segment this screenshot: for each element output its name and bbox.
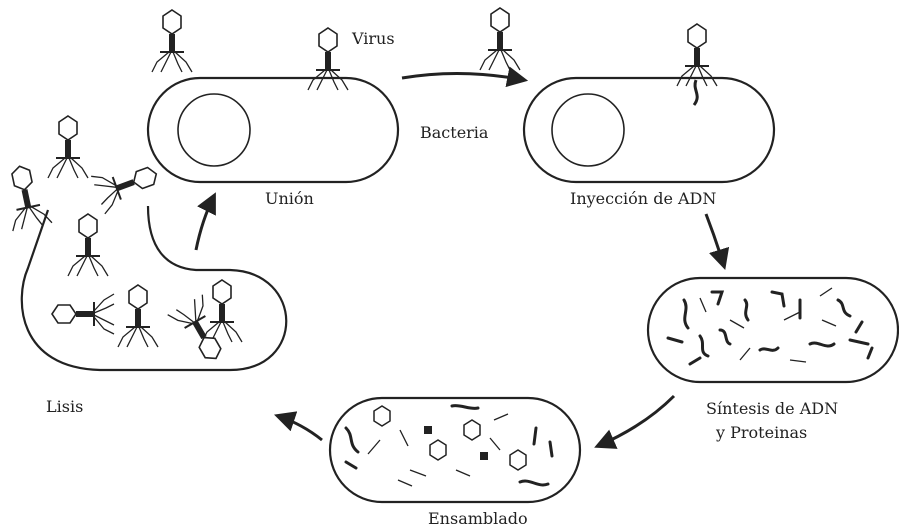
- virus-free-icon: [480, 8, 520, 70]
- bacterium-injection: [524, 78, 774, 182]
- union-label: Unión: [265, 190, 314, 208]
- virus-injecting-icon: [677, 24, 717, 86]
- synthesis-label-line1: Síntesis de ADN: [706, 400, 838, 418]
- arrow-assembly-to-lysis: [278, 416, 322, 440]
- bacterium-assembly: [330, 398, 580, 502]
- bacteria-label: Bacteria: [420, 124, 488, 142]
- assembly-label: Ensamblado: [428, 510, 528, 528]
- virus-free-icon: [152, 10, 192, 72]
- arrow-injection-to-synthesis: [706, 214, 724, 266]
- injection-label: Inyección de ADN: [570, 190, 716, 208]
- virus-label: Virus: [352, 30, 395, 48]
- virus-released-icon: [48, 116, 88, 178]
- arrow-synthesis-to-assembly: [598, 396, 674, 446]
- bacterium-synthesis: [648, 278, 898, 382]
- arrow-lysis-to-union: [196, 196, 214, 250]
- lysis-label: Lisis: [46, 398, 83, 416]
- virus-released-icon: [91, 155, 163, 214]
- bacterium-lysis: [22, 206, 286, 370]
- arrow-union-to-injection: [402, 73, 524, 80]
- synthesis-label-line2: y Proteinas: [716, 424, 807, 442]
- bacterium-union: [148, 78, 398, 182]
